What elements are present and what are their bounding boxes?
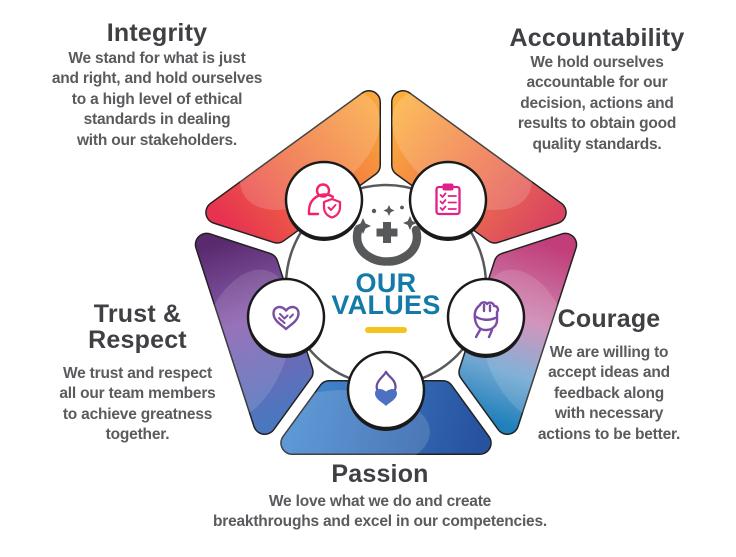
handshake-icon bbox=[272, 305, 300, 331]
clipboard-checklist-icon bbox=[435, 183, 461, 216]
icon-badges bbox=[246, 160, 526, 431]
value-heading: Accountability bbox=[509, 24, 685, 52]
center-title-line1: OUR bbox=[355, 268, 417, 298]
title-underline bbox=[365, 327, 407, 333]
raised-fist-icon bbox=[473, 301, 500, 339]
value-heading: Courage bbox=[557, 305, 661, 333]
segment-integrity bbox=[205, 90, 381, 244]
badge-integrity bbox=[284, 160, 364, 241]
center-title: OUR VALUES bbox=[306, 268, 466, 320]
person-shield-icon bbox=[307, 183, 342, 219]
badge-passion bbox=[346, 350, 426, 431]
badge-accountability bbox=[408, 160, 488, 241]
hands-holding-sparkles-icon bbox=[352, 205, 422, 266]
badge-trust-respect bbox=[246, 277, 326, 358]
center-title-line2: VALUES bbox=[331, 290, 441, 320]
value-heading: Passion bbox=[331, 460, 429, 488]
flame-heart-icon bbox=[375, 370, 397, 406]
badge-courage bbox=[446, 277, 526, 358]
value-heading: Trust &Respect bbox=[88, 300, 187, 354]
value-heading: Integrity bbox=[106, 19, 208, 47]
